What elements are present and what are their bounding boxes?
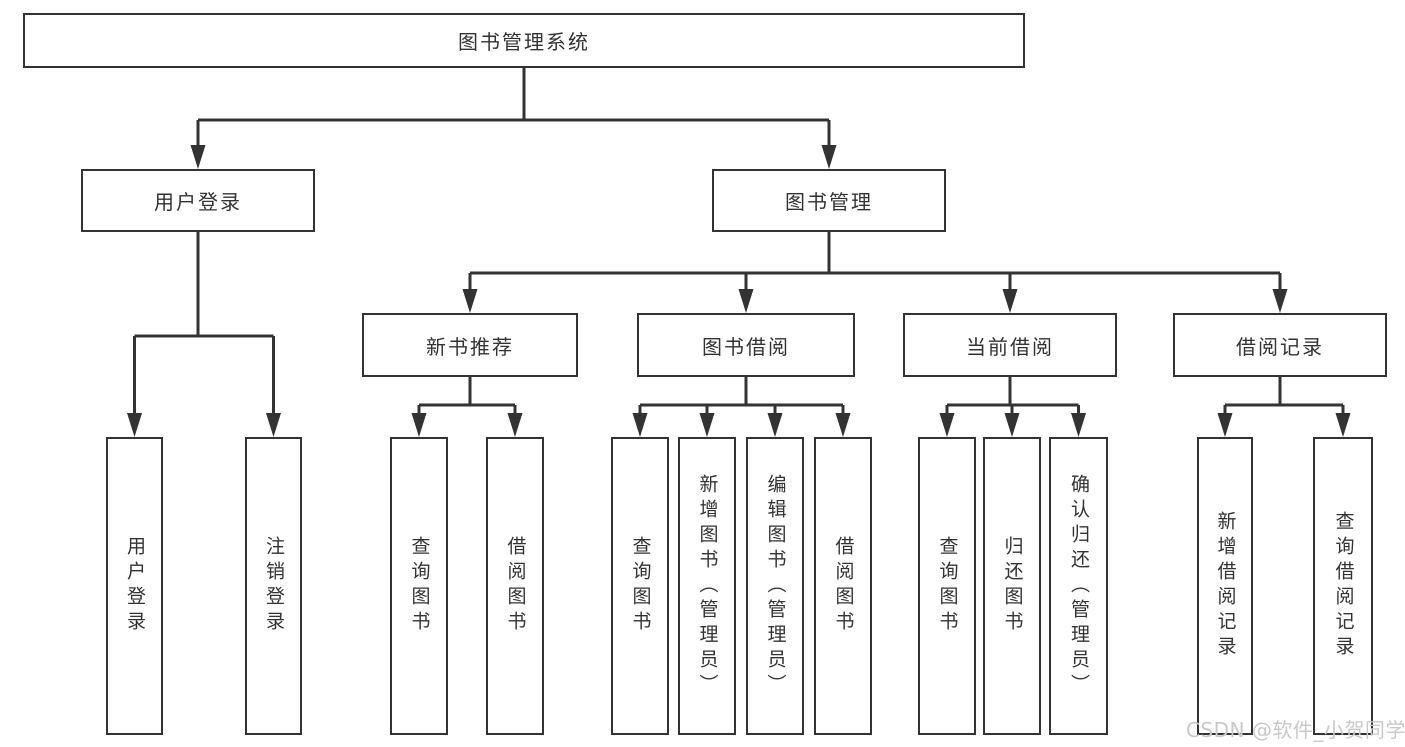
leaf-query-books-recommend: 查询图书 (390, 437, 448, 735)
leaf-add-books-admin: 新增图书（管理员） (678, 437, 736, 735)
csdn-watermark: CSDN @软件_小贺同学 (1186, 718, 1405, 742)
node-label: 查询图书 (936, 536, 959, 636)
node-current-borrow: 当前借阅 (903, 313, 1117, 377)
node-label: 图书借阅 (702, 334, 790, 359)
node-label: 图书管理 (785, 190, 873, 214)
leaf-borrow-books: 借阅图书 (814, 437, 872, 735)
node-book-management: 图书管理 (712, 169, 946, 232)
node-label: 查询图书 (629, 536, 652, 636)
node-book-borrow: 图书借阅 (637, 313, 855, 377)
leaf-return-books: 归还图书 (983, 437, 1041, 735)
node-label: 用户登录 (124, 536, 146, 636)
leaf-edit-books-admin: 编辑图书（管理员） (746, 437, 804, 735)
node-label: 归还图书 (1001, 536, 1024, 636)
node-new-book-recommend: 新书推荐 (362, 313, 578, 377)
node-library-system: 图书管理系统 (23, 13, 1025, 68)
node-label: 借阅图书 (832, 536, 855, 636)
node-label: 图书管理系统 (458, 30, 590, 54)
node-user-login: 用户登录 (81, 169, 315, 232)
node-label: 编辑图书（管理员） (764, 473, 787, 699)
node-label: 查询图书 (408, 536, 431, 636)
leaf-add-borrow-record: 新增借阅记录 (1197, 437, 1253, 735)
leaf-query-books-current: 查询图书 (918, 437, 976, 735)
node-label: 新书推荐 (426, 334, 514, 359)
node-label: 查询借阅记录 (1332, 511, 1355, 661)
leaf-borrow-books-recommend: 借阅图书 (486, 437, 544, 735)
leaf-query-borrow-record: 查询借阅记录 (1313, 437, 1373, 735)
node-borrow-records: 借阅记录 (1173, 313, 1387, 377)
node-label: 借阅记录 (1236, 334, 1324, 359)
node-label: 确认归还（管理员） (1068, 473, 1090, 699)
leaf-confirm-return-admin: 确认归还（管理员） (1049, 437, 1108, 735)
node-label: 新增借阅记录 (1214, 511, 1237, 661)
leaf-query-books: 查询图书 (611, 437, 669, 735)
node-label: 注销登录 (263, 536, 285, 636)
node-label: 新增图书（管理员） (696, 473, 719, 699)
node-label: 借阅图书 (504, 536, 527, 636)
leaf-logout: 注销登录 (245, 437, 302, 735)
leaf-user-login: 用户登录 (106, 437, 163, 735)
node-label: 用户登录 (154, 190, 242, 214)
node-label: 当前借阅 (966, 334, 1054, 359)
